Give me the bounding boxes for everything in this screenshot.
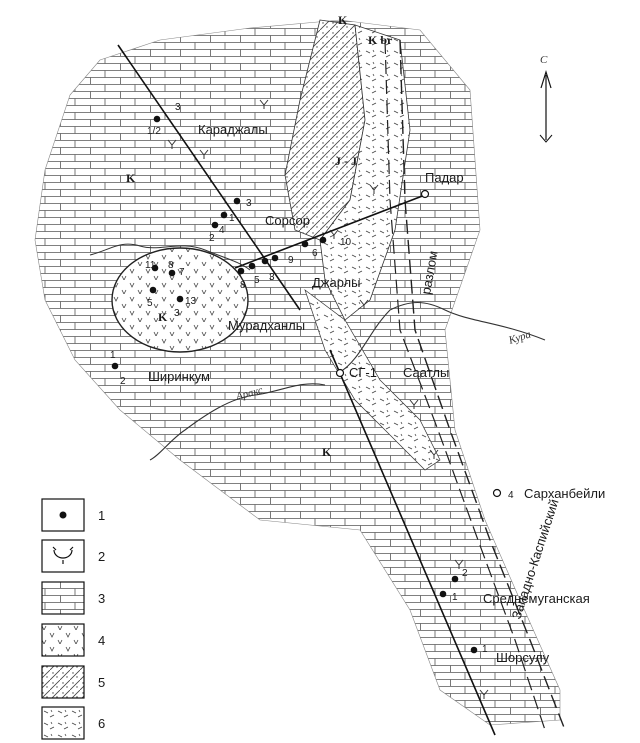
- well-label: 1: [482, 644, 488, 655]
- svg-text:4: 4: [98, 633, 105, 648]
- place-sorsor: Сорсор: [265, 213, 310, 228]
- place-shorsulu: Шорсулу: [496, 650, 550, 665]
- place-sarhanbeyli: Сарханбейли: [524, 486, 605, 501]
- legend-item-4: 4: [41, 623, 105, 657]
- place-dzharly: Джарлы: [312, 275, 360, 290]
- legend: 1 2 3 4 5 6: [41, 498, 105, 740]
- svg-text:1: 1: [98, 508, 105, 523]
- profile-line-e: [234, 194, 426, 269]
- profile-line-nw: [117, 44, 301, 311]
- age-label: K: [322, 445, 332, 459]
- well-label: 4: [219, 225, 225, 236]
- well-label: 13: [185, 296, 197, 307]
- volcanic-symbols: [167, 99, 489, 699]
- age-label: K br: [368, 33, 393, 47]
- well-label: 1: [452, 592, 458, 603]
- fault-line-west: [399, 39, 566, 731]
- place-muradhanly: Мурадханлы: [228, 318, 305, 333]
- svg-text:3: 3: [98, 591, 105, 606]
- north-label: С: [540, 54, 548, 66]
- river-kura-label: Кура: [506, 328, 533, 347]
- svg-text:6: 6: [98, 716, 105, 731]
- well-label: 3: [246, 198, 252, 209]
- well-label: 2: [209, 233, 215, 244]
- river-araks: [149, 383, 326, 461]
- place-padar: Падар: [425, 170, 464, 185]
- legend-item-3: 3: [41, 581, 105, 615]
- well-label: 8: [240, 280, 246, 291]
- well-label: 5: [254, 275, 260, 286]
- river-kura: [339, 301, 546, 373]
- age-label: K: [126, 171, 136, 185]
- north-arrow: С: [539, 54, 553, 143]
- well-label: 9: [288, 255, 294, 266]
- well-label: 1: [229, 213, 235, 224]
- place-sg1: СГ-1: [349, 365, 377, 380]
- place-srednemuganskaya: Среднемуганская: [483, 591, 590, 606]
- well-label: 10: [340, 237, 352, 248]
- well-label: 6: [312, 248, 318, 259]
- well-label: 5: [147, 298, 153, 309]
- well-label: 4: [508, 490, 514, 501]
- age-label: K: [158, 310, 168, 324]
- well-label: 11: [145, 260, 156, 271]
- legend-item-1: 1: [41, 498, 105, 532]
- well-label: 8: [168, 260, 174, 271]
- well-label: 7: [179, 267, 185, 278]
- place-shirinkum: Ширинкум: [148, 369, 210, 384]
- age-label: J - J: [335, 154, 357, 168]
- legend-item-5: 5: [41, 665, 105, 699]
- svg-text:5: 5: [98, 675, 105, 690]
- well-label: 3: [175, 102, 181, 113]
- well-label: 2: [462, 568, 468, 579]
- legend-item-2: 2: [41, 539, 105, 573]
- well-label: 3: [269, 272, 275, 283]
- fault-line-east: [384, 39, 546, 731]
- profile-line-s: [329, 349, 496, 736]
- age-label: K: [338, 13, 348, 27]
- well-label: 1/2: [147, 126, 161, 137]
- well-label: 2: [120, 376, 126, 387]
- wells: [111, 115, 478, 654]
- place-saatly: Саатлы: [403, 365, 449, 380]
- river-upper: [89, 243, 251, 271]
- limestone-outline: [34, 19, 561, 726]
- place-karadzhaly: Караджалы: [198, 122, 268, 137]
- svg-text:2: 2: [98, 549, 105, 564]
- well-label: 3: [174, 308, 180, 319]
- legend-item-6: 6: [41, 706, 105, 740]
- well-label: 1: [110, 350, 116, 361]
- open-wells: [335, 189, 502, 498]
